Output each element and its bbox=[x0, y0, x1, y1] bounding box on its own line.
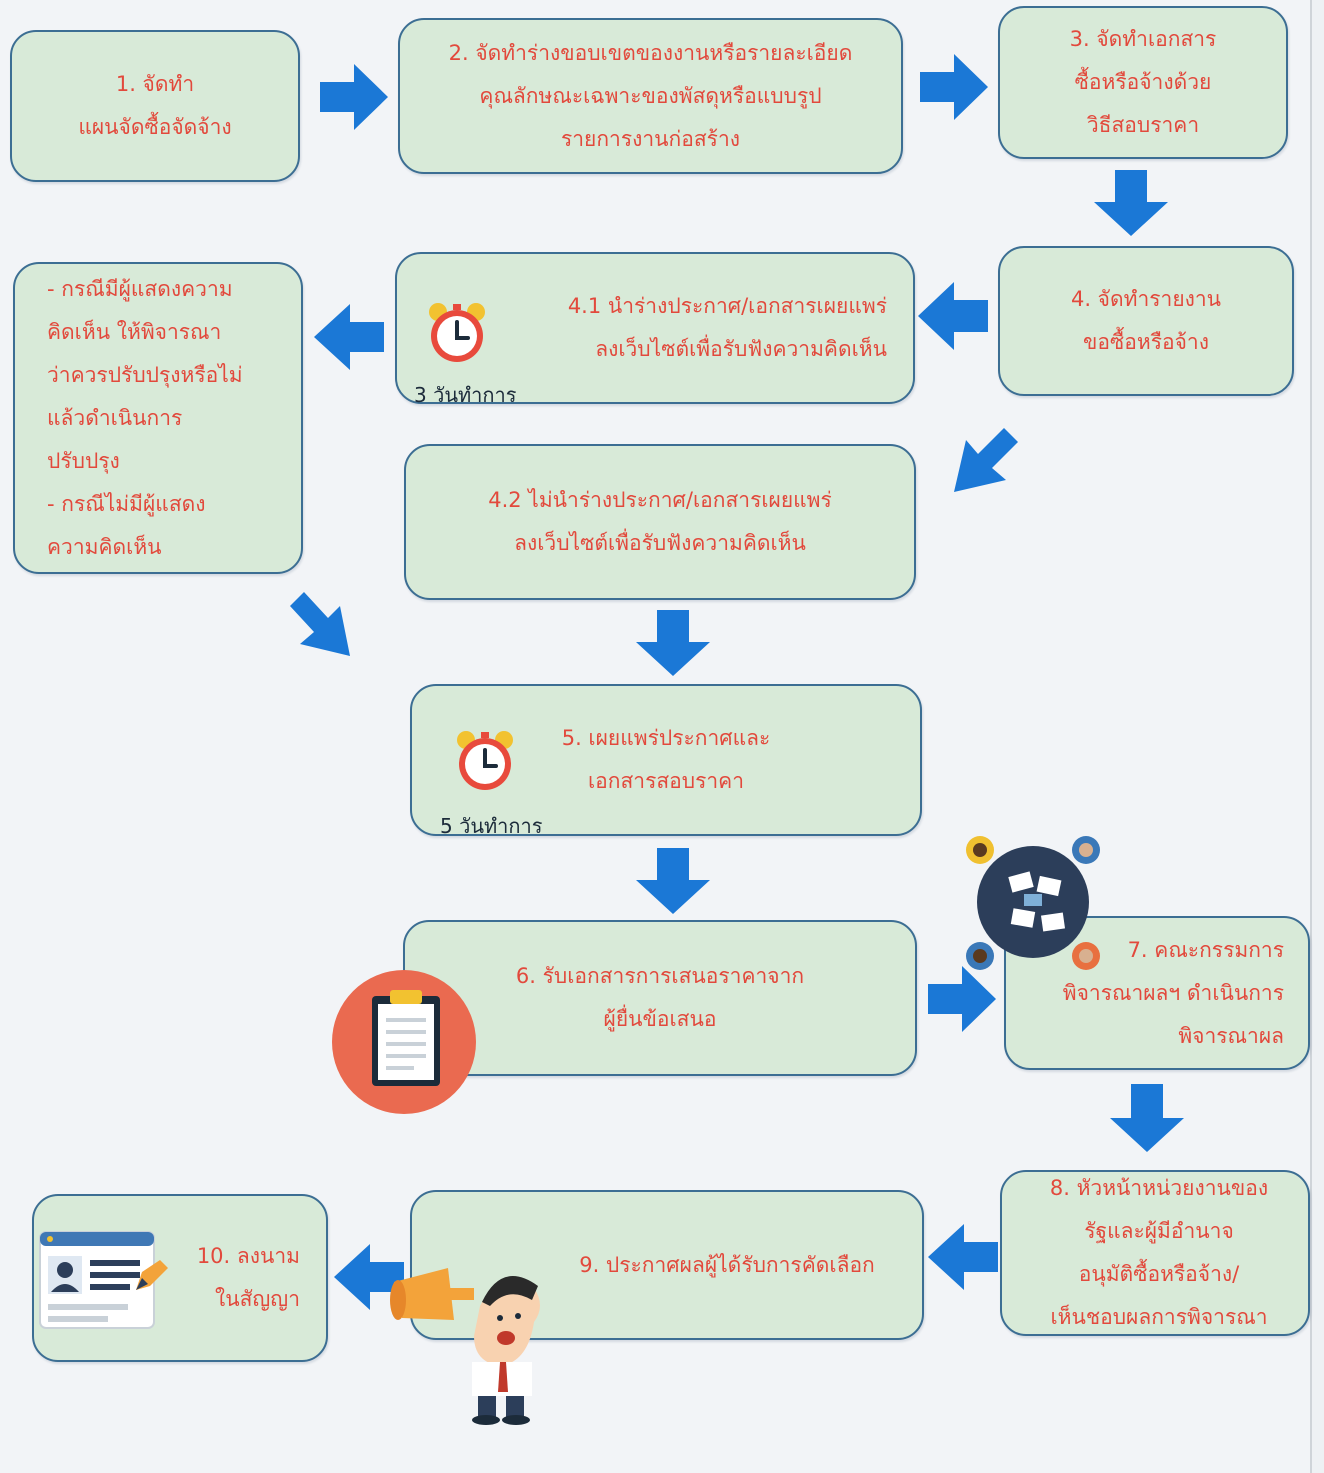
step-2-box: 2. จัดทำร่างขอบเขตของงานหรือรายละเอียดคุ… bbox=[398, 18, 903, 174]
step-5-box: 5. เผยแพร่ประกาศและเอกสารสอบราคา bbox=[410, 684, 922, 836]
comments-text: - กรณีมีผู้แสดงความคิดเห็น ให้พิจารณาว่า… bbox=[47, 276, 243, 559]
arrow-down-icon bbox=[1094, 170, 1168, 236]
step-5-duration: 5 วันทำการ bbox=[440, 814, 543, 838]
step-6-text: 6. รับเอกสารการเสนอราคาจากผู้ยื่นข้อเสนอ bbox=[515, 964, 805, 1031]
step-1-box: 1. จัดทำแผนจัดซื้อจัดจ้าง bbox=[10, 30, 300, 182]
arrow-down-left-icon bbox=[954, 428, 1018, 492]
step-2-text: 2. จัดทำร่างขอบเขตของงานหรือรายละเอียดคุ… bbox=[448, 40, 853, 151]
step-10-text: 10. ลงนามในสัญญา bbox=[196, 1244, 300, 1311]
arrow-down-right-icon bbox=[290, 592, 350, 656]
step-4-2-text: 4.2 ไม่นำร่างประกาศ/เอกสารเผยแพร่ลงเว็บไ… bbox=[488, 488, 832, 555]
megaphone-man-icon bbox=[390, 1268, 540, 1425]
contract-signing-icon bbox=[39, 1231, 168, 1329]
arrow-left-icon bbox=[314, 304, 384, 370]
alarm-clock-icon bbox=[457, 731, 513, 790]
step-1-text: 1. จัดทำแผนจัดซื้อจัดจ้าง bbox=[78, 72, 232, 139]
step-7-text: 7. คณะกรรมการพิจารณาผลฯ ดำเนินการพิจารณา… bbox=[1062, 937, 1284, 1048]
comments-box: - กรณีมีผู้แสดงความคิดเห็น ให้พิจารณาว่า… bbox=[13, 262, 303, 574]
step-3-box: 3. จัดทำเอกสารซื้อหรือจ้างด้วยวิธีสอบราค… bbox=[998, 6, 1288, 159]
arrow-left-icon bbox=[918, 282, 988, 350]
meeting-table-icon bbox=[966, 836, 1100, 970]
step-3-text: 3. จัดทำเอกสารซื้อหรือจ้างด้วยวิธีสอบราค… bbox=[1069, 27, 1217, 137]
step-4-1-duration: 3 วันทำการ bbox=[414, 383, 517, 407]
clipboard-icon bbox=[332, 970, 476, 1114]
step-8-box: 8. หัวหน้าหน่วยงานของรัฐและผู้มีอำนาจอนุ… bbox=[1000, 1170, 1310, 1336]
arrow-right-icon bbox=[920, 54, 988, 120]
step-4-text: 4. จัดทำรายงานขอซื้อหรือจ้าง bbox=[1070, 287, 1222, 354]
arrow-down-icon bbox=[636, 610, 710, 676]
step-4-box: 4. จัดทำรายงานขอซื้อหรือจ้าง bbox=[998, 246, 1294, 396]
step-8-text: 8. หัวหน้าหน่วยงานของรัฐและผู้มีอำนาจอนุ… bbox=[1049, 1176, 1269, 1329]
alarm-clock-icon bbox=[429, 303, 485, 362]
step-7-box: 7. คณะกรรมการพิจารณาผลฯ ดำเนินการพิจารณา… bbox=[1004, 916, 1310, 1070]
step-4-2-box: 4.2 ไม่นำร่างประกาศ/เอกสารเผยแพร่ลงเว็บไ… bbox=[404, 444, 916, 600]
step-9-text: 9. ประกาศผลผู้ได้รับการคัดเลือก bbox=[579, 1252, 875, 1277]
step-5-text: 5. เผยแพร่ประกาศและเอกสารสอบราคา bbox=[561, 726, 771, 793]
arrow-down-icon bbox=[636, 848, 710, 914]
step-4-1-text: 4.1 นำร่างประกาศ/เอกสารเผยแพร่ลงเว็บไซต์… bbox=[567, 294, 887, 361]
arrow-left-icon bbox=[334, 1244, 404, 1310]
arrow-right-icon bbox=[928, 966, 996, 1032]
arrow-down-icon bbox=[1110, 1084, 1184, 1152]
step-6-box: 6. รับเอกสารการเสนอราคาจากผู้ยื่นข้อเสนอ bbox=[403, 920, 917, 1076]
arrow-right-icon bbox=[320, 64, 388, 130]
arrow-left-icon bbox=[928, 1224, 998, 1290]
